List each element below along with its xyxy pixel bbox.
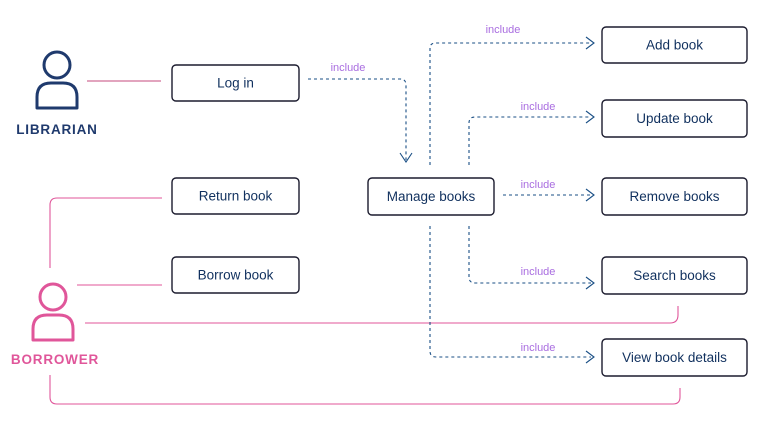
arrowhead-update-book (585, 110, 595, 124)
use-case-remove-books[interactable]: Remove books (601, 177, 748, 216)
include-line-update-book (468, 116, 591, 165)
borrower-label: BORROWER (11, 352, 99, 367)
use-case-manage-books[interactable]: Manage books (367, 177, 495, 216)
use-case-label: Update book (636, 111, 713, 126)
actor-librarian: LIBRARIAN (16, 50, 97, 137)
use-case-label: Borrow book (198, 268, 274, 283)
association-borrower-view-book-details (49, 375, 681, 405)
include-line-add-book (429, 42, 591, 165)
association-borrower-search-books (85, 306, 679, 324)
use-case-label: Manage books (387, 189, 476, 204)
use-case-view-book-details[interactable]: View book details (601, 338, 748, 377)
use-case-label: Search books (633, 268, 716, 283)
use-case-return-book[interactable]: Return book (171, 177, 300, 215)
borrower-icon (31, 282, 75, 342)
use-case-label: View book details (622, 350, 727, 365)
use-case-log-in[interactable]: Log in (171, 64, 300, 102)
use-case-label: Remove books (629, 189, 719, 204)
arrowhead-add-book (585, 36, 595, 50)
use-case-search-books[interactable]: Search books (601, 256, 748, 295)
include-line-view-book-details (429, 226, 591, 358)
include-label-login: include (331, 62, 366, 74)
arrowhead-manage-books (399, 152, 413, 163)
include-label-view-book-details: include (521, 342, 556, 354)
librarian-icon (35, 50, 79, 110)
use-case-label: Log in (217, 76, 254, 91)
arrowhead-remove-books (585, 188, 595, 202)
association-borrower-return-book (49, 197, 162, 268)
include-label-remove-books: include (521, 179, 556, 191)
use-case-label: Return book (199, 189, 273, 204)
include-label-add-book: include (486, 24, 521, 36)
include-label-update-book: include (521, 101, 556, 113)
use-case-add-book[interactable]: Add book (601, 26, 748, 64)
use-case-update-book[interactable]: Update book (601, 99, 748, 138)
include-line-search-books (468, 226, 591, 284)
arrowhead-view-book-details (585, 350, 595, 364)
include-label-search-books: include (521, 266, 556, 278)
librarian-label: LIBRARIAN (16, 122, 97, 137)
actor-borrower: BORROWER (11, 282, 99, 367)
use-case-label: Add book (646, 38, 703, 53)
arrowhead-search-books (585, 276, 595, 290)
use-case-borrow-book[interactable]: Borrow book (171, 256, 300, 294)
include-line-login-manage (308, 78, 407, 160)
